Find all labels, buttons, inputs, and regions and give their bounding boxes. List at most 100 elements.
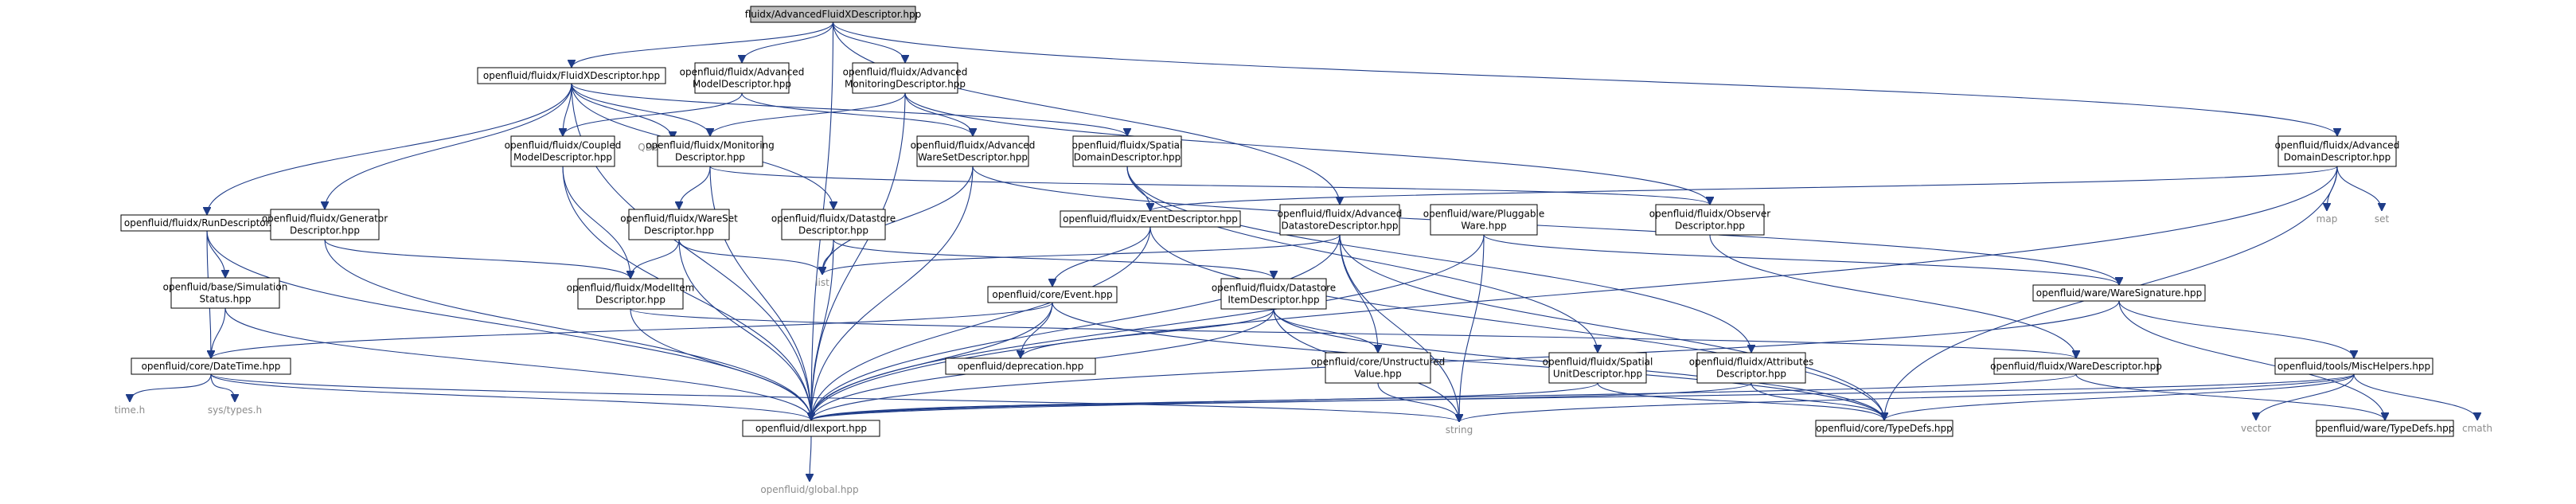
- node-layer: fluidx/AdvancedFluidXDescriptor.hpp openf…: [115, 6, 2492, 495]
- node-spatialunit[interactable]: openfluid/fluidx/SpatialUnitDescriptor.h…: [1543, 352, 1653, 384]
- edge-monitoring-to-observer: [709, 166, 1710, 205]
- node-label-advdomain: openfluid/fluidx/Advanced: [2275, 140, 2400, 151]
- edge-wareset-to-dllexport: [678, 239, 811, 420]
- node-coreevent[interactable]: openfluid/core/Event.hpp: [987, 286, 1118, 303]
- node-label-advdatastore: openfluid/fluidx/Advanced: [1278, 209, 1403, 220]
- node-root[interactable]: fluidx/AdvancedFluidXDescriptor.hpp: [745, 6, 921, 23]
- node-label-dsitem: ItemDescriptor.hpp: [1228, 295, 1319, 306]
- node-mischelpers[interactable]: openfluid/tools/MiscHelpers.hpp: [2274, 357, 2434, 375]
- node-attributes[interactable]: openfluid/fluidx/AttributesDescriptor.hp…: [1689, 352, 1814, 384]
- edge-unstructured-to-string: [1377, 382, 1459, 423]
- edge-advdomain-to-dllexport: [811, 166, 2338, 420]
- edge-waredesc-to-waretypedefs: [2075, 373, 2385, 421]
- edge-waresig-to-waretypedefs: [2118, 300, 2385, 420]
- node-label-global: openfluid/global.hpp: [760, 484, 858, 495]
- node-advwareset[interactable]: openfluid/fluidx/AdvancedWareSetDescript…: [911, 135, 1036, 167]
- node-label-deprecation: openfluid/deprecation.hpp: [958, 361, 1083, 372]
- node-box-monitoring: [657, 135, 763, 167]
- edge-eventdesc-to-coretypedefs: [1149, 226, 1884, 420]
- edge-coreevent-to-coretypedefs: [1052, 302, 1884, 420]
- node-label-advwareset: WareSetDescriptor.hpp: [918, 152, 1028, 163]
- node-advmodel[interactable]: openfluid/fluidx/AdvancedModelDescriptor…: [680, 62, 805, 94]
- node-label-runstatus: openfluid/fluidx/RunDescriptor.hpp: [124, 217, 290, 229]
- node-list[interactable]: list: [815, 277, 829, 288]
- node-waredesc[interactable]: openfluid/fluidx/WareDescriptor.hpp: [1990, 357, 2162, 375]
- node-advdatastore[interactable]: openfluid/fluidx/AdvancedDatastoreDescri…: [1278, 204, 1403, 236]
- node-string[interactable]: string: [1446, 424, 1473, 436]
- node-box-eventdesc: [1060, 210, 1241, 228]
- edge-spatialdom-to-eventdesc: [1126, 166, 1150, 211]
- node-box-dllexport: [742, 420, 880, 437]
- node-global[interactable]: openfluid/global.hpp: [760, 484, 858, 495]
- node-advmon[interactable]: openfluid/fluidx/AdvancedMonitoringDescr…: [843, 62, 968, 94]
- node-timeh[interactable]: time.h: [115, 404, 146, 416]
- node-label-advmon: openfluid/fluidx/Advanced: [843, 67, 968, 78]
- edge-monitoring-to-dllexport: [709, 166, 811, 420]
- node-dsitem[interactable]: openfluid/fluidx/DatastoreItemDescriptor…: [1212, 278, 1336, 310]
- node-label-mischelpers: openfluid/tools/MiscHelpers.hpp: [2277, 361, 2430, 372]
- node-set[interactable]: set: [2375, 213, 2390, 225]
- node-monitoring[interactable]: openfluid/fluidx/MonitoringDescriptor.hp…: [646, 135, 775, 167]
- node-datastore[interactable]: openfluid/fluidx/DatastoreDescriptor.hpp: [771, 209, 896, 240]
- edge-advmon-to-monitoring: [710, 92, 906, 137]
- edge-pluggable-to-waresig: [1483, 234, 2119, 286]
- node-label-cmath: cmath: [2462, 423, 2492, 434]
- node-coupled[interactable]: openfluid/fluidx/CoupledModelDescriptor.…: [505, 135, 622, 167]
- node-box-datastore: [781, 209, 886, 240]
- node-vector[interactable]: vector: [2241, 423, 2271, 434]
- node-runstatus[interactable]: openfluid/fluidx/RunDescriptor.hpp: [120, 214, 294, 232]
- node-datetime[interactable]: openfluid/core/DateTime.hpp: [131, 357, 291, 375]
- node-label-monitoring: Descriptor.hpp: [675, 152, 745, 163]
- edge-mischelpers-to-dllexport: [811, 373, 2355, 421]
- node-label-modelitem: Descriptor.hpp: [595, 295, 665, 306]
- node-label-coreevent: openfluid/core/Event.hpp: [992, 289, 1112, 300]
- edge-root-to-advmon: [832, 21, 906, 64]
- node-label-string: string: [1446, 424, 1473, 436]
- edge-mischelpers-to-coretypedefs: [1884, 373, 2355, 421]
- node-fluidx[interactable]: openfluid/fluidx/FluidXDescriptor.hpp: [477, 67, 666, 84]
- node-label-attributes: openfluid/fluidx/Attributes: [1689, 357, 1814, 368]
- node-spatialdom[interactable]: openfluid/fluidx/SpatialDomainDescriptor…: [1072, 135, 1183, 167]
- node-label-dllexport: openfluid/dllexport.hpp: [755, 423, 867, 434]
- node-advdomain[interactable]: openfluid/fluidx/AdvancedDomainDescripto…: [2275, 135, 2400, 167]
- edge-advdomain-to-set: [2336, 166, 2382, 211]
- edge-advmon-to-dllexport: [811, 92, 906, 420]
- edge-fluidx-to-generator: [325, 83, 572, 209]
- node-label-simstatus: Status.hpp: [200, 294, 252, 305]
- node-label-datastore: openfluid/fluidx/Datastore: [771, 213, 896, 225]
- node-deprecation[interactable]: openfluid/deprecation.hpp: [945, 357, 1096, 375]
- node-label-generator: Descriptor.hpp: [290, 225, 360, 236]
- edge-coreevent-to-dllexport: [811, 302, 1053, 420]
- node-box-pluggable: [1430, 204, 1538, 236]
- node-wareset[interactable]: openfluid/fluidx/WareSetDescriptor.hpp: [620, 209, 738, 240]
- node-eventdesc[interactable]: openfluid/fluidx/EventDescriptor.hpp: [1060, 210, 1241, 228]
- edge-dllexport-to-global: [810, 436, 811, 482]
- edge-monitoring-to-wareset: [679, 166, 711, 209]
- node-label-observer: Descriptor.hpp: [1675, 221, 1745, 232]
- edge-spatialdom-to-spatialunit: [1126, 166, 1598, 353]
- node-label-dsitem: openfluid/fluidx/Datastore: [1212, 283, 1336, 294]
- node-cmath[interactable]: cmath: [2462, 423, 2492, 434]
- node-systypes[interactable]: sys/types.h: [208, 404, 262, 416]
- node-coretypedefs[interactable]: openfluid/core/TypeDefs.hpp: [1815, 420, 1953, 437]
- node-dllexport[interactable]: openfluid/dllexport.hpp: [742, 420, 880, 437]
- edge-waresig-to-dllexport: [811, 300, 2120, 420]
- node-map[interactable]: map: [2316, 213, 2338, 225]
- edge-advdatastore-to-coretypedefs: [1339, 234, 1884, 420]
- node-waresig[interactable]: openfluid/ware/WareSignature.hpp: [2032, 284, 2206, 302]
- node-waretypedefs[interactable]: openfluid/ware/TypeDefs.hpp: [2316, 420, 2455, 437]
- node-label-advwareset: openfluid/fluidx/Advanced: [911, 140, 1036, 151]
- node-box-simstatus: [170, 277, 280, 309]
- node-box-observer: [1655, 204, 1765, 236]
- node-label-waresig: openfluid/ware/WareSignature.hpp: [2036, 287, 2202, 299]
- edge-root-to-fluidx: [572, 21, 834, 68]
- node-label-attributes: Descriptor.hpp: [1716, 369, 1786, 380]
- node-box-wareset: [628, 209, 730, 240]
